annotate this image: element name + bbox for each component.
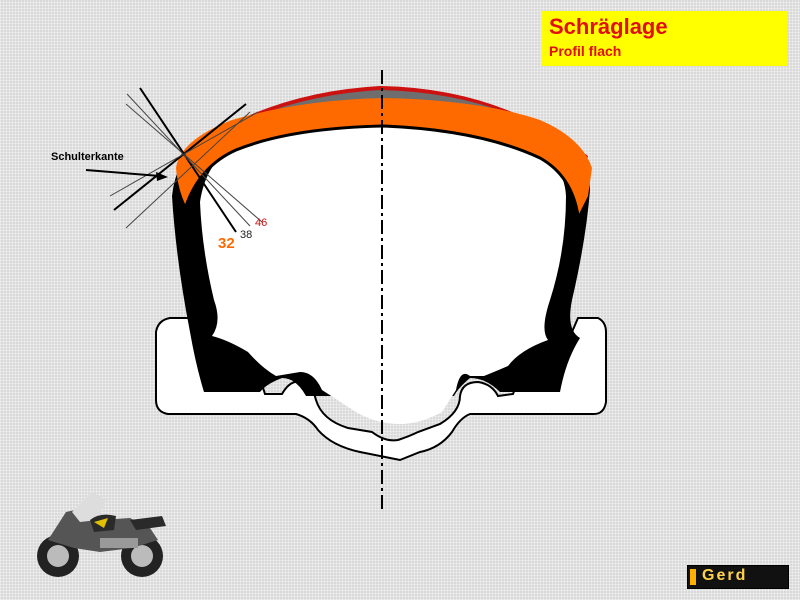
angle-label-38: 38: [240, 229, 253, 241]
logo-text: Gerd: [702, 567, 748, 584]
logo-bar: [690, 569, 696, 585]
angle-label-46: 46: [255, 217, 268, 229]
motorcycle-icon: [37, 492, 166, 577]
angle-lines: [109, 87, 263, 233]
shoulder-edge-label: Schulterkante: [51, 151, 124, 163]
arrow-icon: [85, 169, 168, 181]
tread-inner-line: [184, 124, 580, 217]
page-subtitle: Profil flach: [549, 43, 622, 59]
logo-icon: Gerd: [687, 565, 789, 589]
angle-label-32: 32: [218, 235, 235, 252]
tread-layer-orange: [176, 98, 592, 216]
page-title: Schräglage: [549, 14, 668, 39]
title-box: Schräglage Profil flach: [541, 11, 787, 66]
